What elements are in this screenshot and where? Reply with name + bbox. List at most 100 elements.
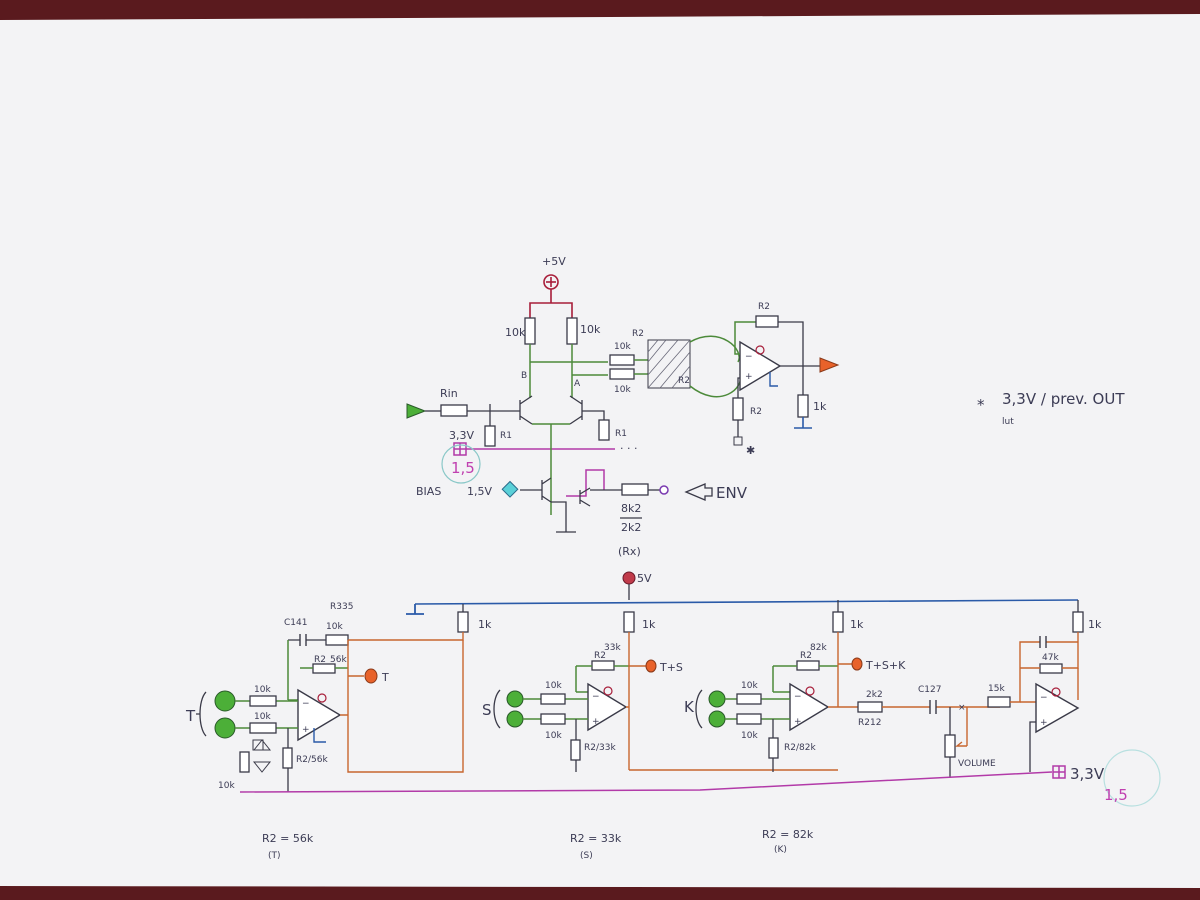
ground-icon-2 <box>794 417 812 429</box>
final-feedback-resistor <box>1039 663 1063 674</box>
t-opamp-minus: − <box>302 699 310 709</box>
k-in-res-b <box>736 713 762 725</box>
env-label: ENV <box>716 484 748 502</box>
paper-sheet <box>0 14 1200 888</box>
supply-label: +5V <box>542 255 566 268</box>
bottom-notes: R2 = 56k (T) R2 = 33k (S) R2 = 82k (K) <box>262 828 814 861</box>
k-in-res-b-label: 10k <box>741 731 758 741</box>
k-r2-ground-resistor <box>768 737 779 759</box>
s-stage: R2 33k − + T+S 10k 10k S R2/33k <box>482 632 838 772</box>
final-pullup-label: 1k <box>1088 618 1102 631</box>
final-feedback-label: 47k <box>1042 653 1059 663</box>
k-input-label: K <box>684 698 695 716</box>
k-input-b-icon <box>708 710 726 728</box>
load-res-label: 1k <box>813 400 827 413</box>
continuation-dots: · · · <box>620 442 637 455</box>
note-s: R2 = 33k <box>570 832 622 845</box>
volume-label: VOLUME <box>958 759 996 769</box>
s-opamp-minus: − <box>592 692 600 702</box>
r1-left-resistor <box>484 425 496 447</box>
ground-r2-resistor <box>732 397 744 421</box>
r1-left-label: R1 <box>500 431 512 441</box>
t-output-node-icon <box>364 668 378 684</box>
k-opamp-supply-icon <box>805 686 815 696</box>
k-pullup-label: 1k <box>850 618 864 631</box>
output-terminal-icon <box>819 357 840 373</box>
input-terminal-icon <box>406 403 427 419</box>
volume-pot <box>944 734 956 758</box>
s-in-res-a <box>540 693 566 705</box>
out-resistor-top <box>609 354 635 366</box>
t-output-label: T <box>381 671 389 684</box>
note-t-sub: (T) <box>268 851 281 861</box>
node-a-label: A <box>574 379 581 389</box>
s-opamp-plus: + <box>592 717 600 727</box>
lower-circuit: 5V 1k 1k 1k 1k C141 10k R335 R2 56k <box>185 571 1161 807</box>
c127-label: C127 <box>918 685 941 695</box>
t-in-res-a <box>249 695 277 707</box>
vref-label: 3,3V <box>449 429 474 442</box>
note-s-sub: (S) <box>580 851 593 861</box>
t-opamp-plus: + <box>302 725 310 735</box>
s-r2-label: R2 <box>594 651 606 661</box>
transistor-left-icon <box>519 395 533 425</box>
ground-r2-label: R2 <box>750 407 762 417</box>
load-resistor <box>797 394 809 418</box>
s-r2-value: 33k <box>604 643 621 653</box>
lower-vref-alt: 1,5 <box>1104 786 1128 804</box>
k-in-res-a-label: 10k <box>741 681 758 691</box>
mix-resistor <box>987 696 1011 708</box>
pot-r2-b-label: R2 <box>678 376 690 386</box>
t-opamp-supply-icon <box>317 693 327 703</box>
vref-circle-annotation <box>441 444 481 484</box>
s-output-node-icon <box>645 659 657 673</box>
r1-right-label: R1 <box>615 429 627 439</box>
t-diode-b-icon <box>252 739 272 773</box>
t-feedback-label: 10k <box>326 622 343 632</box>
k-input-a-icon <box>708 690 726 708</box>
t-diode-resistor <box>239 751 250 773</box>
rail-ground-icon <box>406 604 424 615</box>
collector-left-label: 10k <box>505 326 526 339</box>
collector-resistor-right <box>566 317 578 345</box>
k-r2-resistor <box>796 660 820 671</box>
junction-x: × <box>958 703 966 713</box>
s-input-a-icon <box>506 690 524 708</box>
note-line1: 3,3V / prev. OUT <box>1002 390 1125 408</box>
t-input-label: T <box>185 707 196 725</box>
volume-wiper-icon <box>955 741 967 747</box>
t-r2-resistor <box>312 663 336 674</box>
k-opamp-minus: − <box>794 692 802 702</box>
k-opamp-plus: + <box>794 717 802 727</box>
s-input-b-icon <box>506 710 524 728</box>
t-pullup-label: 1k <box>478 618 492 631</box>
mix-res-label: 15k <box>988 684 1005 694</box>
k-out-res-label: 2k2 <box>866 690 883 700</box>
k-r2-label: R2 <box>800 651 812 661</box>
t-r2-value: 56k <box>330 655 347 665</box>
t-stage: C141 10k R335 R2 56k − + T 10k 10k T <box>185 602 464 792</box>
k-in-res-a <box>736 693 762 705</box>
out-res-bottom-label: 10k <box>614 385 631 395</box>
s-in-res-a-label: 10k <box>545 681 562 691</box>
env-resistor <box>621 483 649 496</box>
lower-supply-label: 5V <box>637 572 652 585</box>
note-k-sub: (K) <box>774 845 787 855</box>
opamp-plus: + <box>745 372 753 382</box>
t-diode-res-label: 10k <box>218 781 235 791</box>
k-out-resistor <box>857 701 883 713</box>
t-input-a-icon <box>214 690 236 712</box>
s-pullup-label: 1k <box>642 618 656 631</box>
opamp-minus: − <box>745 352 753 362</box>
s-in-res-b-label: 10k <box>545 731 562 741</box>
hatched-pot-block: R2 R2 <box>632 329 691 389</box>
t-in-res-b-label: 10k <box>254 712 271 722</box>
t-r2-ground-label: R2/56k <box>296 755 328 765</box>
ground-icon <box>551 501 576 533</box>
pot-r2-a-label: R2 <box>632 329 644 339</box>
env-resistor-name: (Rx) <box>618 545 641 558</box>
final-opamp-supply-icon <box>1051 687 1061 697</box>
final-opamp-minus: − <box>1040 693 1048 703</box>
note-k: R2 = 82k <box>762 828 814 841</box>
transistor-right-icon <box>569 395 583 425</box>
